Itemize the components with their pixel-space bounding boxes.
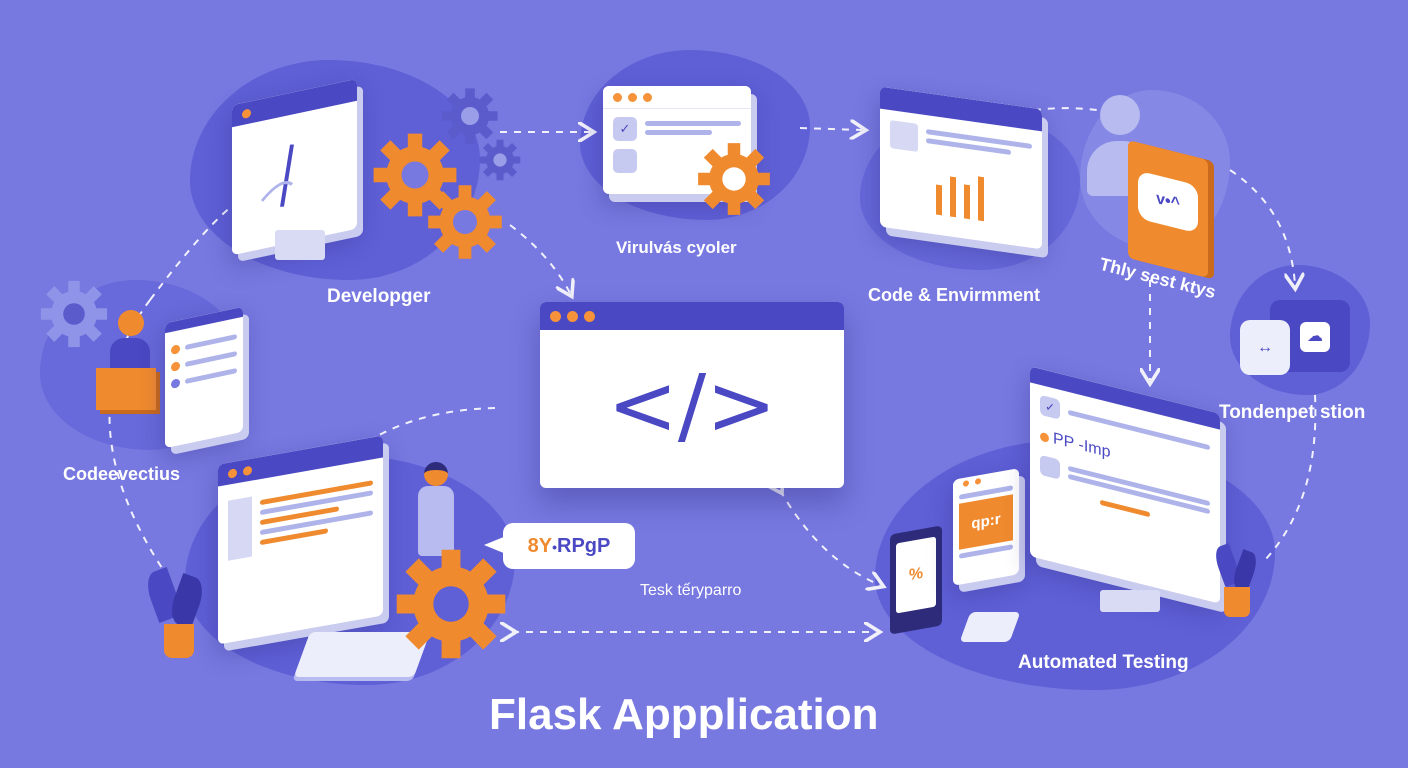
percent-icon: %	[896, 536, 936, 614]
gear-icon	[479, 139, 521, 181]
testing-monitor-stand	[1100, 590, 1160, 612]
speech-bubble-part2: RPgP	[557, 535, 611, 557]
plant-icon	[1211, 543, 1262, 620]
task-tracker-label: Tesk tếryparro	[640, 582, 742, 599]
arrow-center-to-testing	[780, 490, 880, 585]
gear-icon	[698, 143, 770, 215]
speech-bubble: 8Y•RPgP	[503, 523, 635, 569]
arrow-dev-to-center	[509, 224, 570, 293]
shield-icon	[1040, 454, 1060, 480]
chart-bars-icon	[936, 176, 984, 222]
page-title: Flask Appplication	[489, 690, 879, 739]
speech-bubble-part1: 8Y	[527, 535, 553, 557]
code-brackets-icon: </>	[607, 356, 777, 454]
testing-card: qp:r	[953, 468, 1019, 586]
swap-arrows-icon: ↔	[1240, 320, 1290, 375]
code-environment-label: Code & Envirmment	[868, 285, 1041, 305]
code-slash-icon	[260, 144, 294, 207]
code-execution-label: Codeevectius	[63, 464, 181, 484]
developer-label: Developger	[327, 286, 431, 307]
check-icon: ✓	[1040, 394, 1060, 420]
virtual-cycle-label: Virulvás cyoler	[616, 238, 737, 257]
test-keys-card: v•^	[1128, 140, 1208, 278]
environment-window	[880, 86, 1042, 250]
cloud-icon: ☁	[1300, 322, 1330, 352]
monitor-stand	[275, 230, 325, 260]
presenter-person-icon	[400, 462, 460, 572]
testing-window-text: PP -Imp	[1053, 430, 1111, 462]
gear-icon	[373, 133, 457, 217]
developer-monitor	[232, 78, 357, 256]
speech-bubble-sep: •	[552, 539, 558, 555]
deployment-label: Tondenpet stion	[1219, 402, 1366, 423]
deployment-device: ↔ ☁	[1240, 300, 1350, 380]
gear-icon	[396, 549, 506, 659]
gear-icon	[428, 185, 502, 259]
check-icon: ✓	[613, 117, 637, 141]
testing-card-text: qp:r	[959, 494, 1013, 550]
speech-bubble-tail	[484, 536, 506, 554]
code-execution-window	[165, 306, 243, 449]
developer-person-icon	[90, 310, 160, 420]
test-keys-bubble: v•^	[1138, 170, 1198, 234]
tablet: %	[890, 525, 942, 635]
gear-icon	[40, 280, 108, 348]
automated-testing-label: Automated Testing	[1018, 652, 1189, 673]
task-monitor	[218, 435, 383, 645]
gear-icon	[442, 88, 498, 144]
center-code-window: </>	[540, 302, 844, 488]
plant-icon	[140, 567, 210, 660]
